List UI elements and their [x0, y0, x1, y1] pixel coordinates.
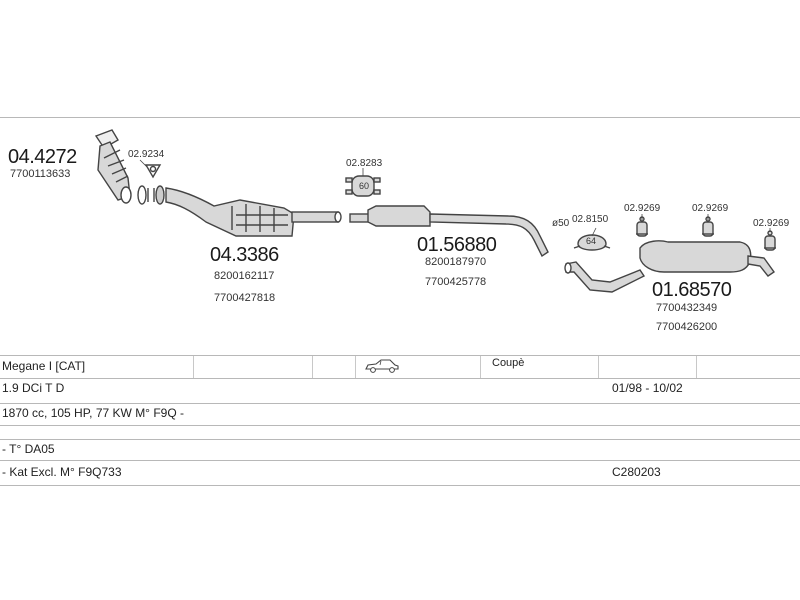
- part-number: 01.68570: [652, 279, 732, 301]
- oem-number: 7700432349: [656, 302, 718, 314]
- oem-number: 8200162117: [214, 270, 275, 282]
- table-column-divider: [480, 356, 481, 378]
- table-column-divider: [598, 356, 599, 378]
- rubber-mount-3-part[interactable]: [764, 230, 776, 251]
- fitment-note: - Kat Excl. M° F9Q733: [2, 465, 122, 479]
- engine-name: 1.9 DCi T D: [2, 381, 65, 395]
- exhaust-diagram: [94, 129, 776, 293]
- part-number: 02.8150: [572, 214, 609, 225]
- part-number: 04.3386: [210, 244, 279, 266]
- part-number: 04.4272: [8, 146, 77, 168]
- pipe-diameter: ø50: [552, 218, 570, 229]
- table-rule: [0, 425, 800, 426]
- hanger-part[interactable]: [573, 234, 611, 251]
- table-rule: [0, 485, 800, 486]
- oem-number: 7700427818: [214, 292, 276, 304]
- body-type: Coupè: [492, 357, 525, 369]
- car-coupe-icon: [364, 358, 400, 379]
- clamp-part[interactable]: [345, 175, 381, 197]
- table-column-divider: [355, 356, 356, 378]
- rear-silencer-part[interactable]: [564, 240, 775, 293]
- table-rule: [0, 439, 800, 440]
- table-column-divider: [696, 356, 697, 378]
- oem-number: 7700426200: [656, 321, 718, 333]
- part-number: 02.9269: [692, 203, 729, 214]
- fitment-note: - T° DA05: [2, 442, 55, 456]
- engine-spec: 1870 cc, 105 HP, 77 KW M° F9Q -: [2, 406, 184, 420]
- catalytic-converter-part[interactable]: [165, 187, 342, 237]
- catalog-code: C280203: [612, 465, 661, 479]
- table-rule: [0, 460, 800, 461]
- oem-number: 8200187970: [425, 256, 487, 268]
- middle-silencer-part[interactable]: [349, 205, 549, 258]
- table-column-divider: [312, 356, 313, 378]
- hole-size-bubble: 64: [586, 236, 597, 246]
- part-number: 02.9269: [624, 203, 661, 214]
- front-pipe-part[interactable]: [94, 129, 132, 204]
- rubber-mount-1-part[interactable]: [636, 216, 648, 237]
- table-rule: [0, 403, 800, 404]
- flange-part[interactable]: [137, 185, 165, 205]
- top-divider: [0, 117, 800, 118]
- table-column-divider: [193, 356, 194, 378]
- table-rule: [0, 378, 800, 379]
- vehicle-model: Megane I [CAT]: [2, 359, 86, 373]
- part-number: 01.56880: [417, 234, 497, 256]
- hole-size-bubble: 60: [359, 181, 370, 191]
- production-years: 01/98 - 10/02: [612, 381, 683, 395]
- oem-number: 7700425778: [425, 276, 487, 288]
- part-number: 02.9269: [753, 218, 790, 229]
- gasket-part[interactable]: [144, 164, 162, 179]
- oem-number: 7700113633: [10, 168, 71, 180]
- part-number: 02.9234: [128, 149, 165, 160]
- table-rule: [0, 355, 800, 356]
- part-number: 02.8283: [346, 158, 383, 169]
